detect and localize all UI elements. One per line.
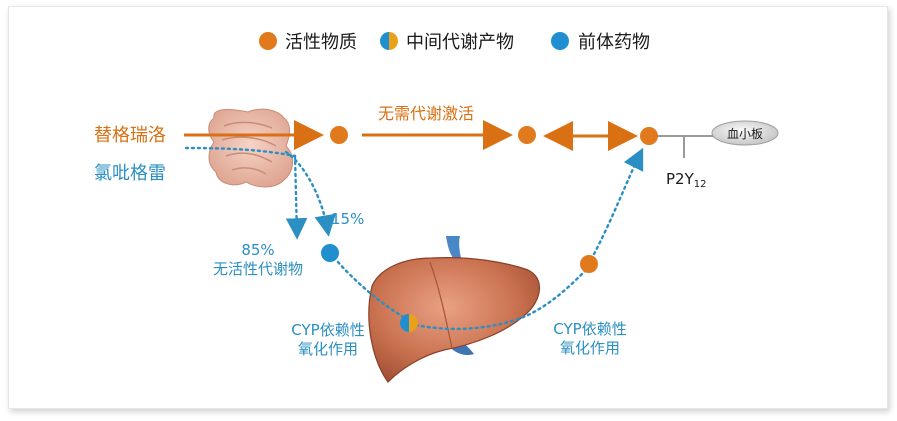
prodrug-node — [321, 244, 339, 262]
receptor-label: P2Y12 — [666, 170, 707, 190]
intestine-illustration — [208, 108, 293, 188]
platelet: 血小板 — [711, 120, 779, 146]
active-node-3 — [640, 127, 658, 145]
legend-intermediate-label: 中间代谢产物 — [406, 32, 514, 53]
legend: 活性物质 中间代谢产物 前体药物 — [259, 32, 650, 53]
no-metabolism-label: 无需代谢激活 — [378, 104, 474, 123]
cyp-right-line1: CYP依赖性 — [553, 320, 626, 338]
cyp-right-line2: 氧化作用 — [560, 339, 620, 357]
liver-to-metabolite-path — [414, 268, 588, 331]
metabolite-active-node — [580, 255, 598, 273]
clopidogrel-dotted-line — [184, 146, 297, 158]
active-node-1 — [330, 126, 348, 144]
legend-active-dot — [259, 32, 277, 50]
pct-85-label: 85% — [241, 241, 274, 259]
platelet-label: 血小板 — [727, 127, 763, 141]
legend-prodrug-label: 前体药物 — [578, 32, 650, 53]
inactive-metabolite-arrow — [285, 154, 308, 240]
to-prodrug-arrow — [284, 150, 336, 237]
ticagrelor-label: 替格瑞洛 — [94, 125, 166, 146]
inactive-metabolite-label: 无活性代谢物 — [213, 260, 303, 278]
intermediate-node — [400, 314, 418, 332]
active-node-2 — [518, 126, 536, 144]
prodrug-to-liver-path — [336, 260, 404, 318]
clopidogrel-label: 氯吡格雷 — [94, 163, 166, 184]
legend-intermediate-dot — [380, 32, 398, 50]
ticagrelor-pathway — [184, 120, 638, 151]
p2y12-receptor: P2Y12 — [650, 135, 713, 190]
pct-15-label: 15% — [331, 210, 364, 228]
metabolite-to-active-arrow — [592, 147, 644, 256]
liver-illustration — [368, 236, 540, 383]
legend-active-label: 活性物质 — [285, 32, 357, 53]
cyp-left-line1: CYP依赖性 — [291, 321, 364, 339]
legend-prodrug-dot — [551, 32, 569, 50]
cyp-left-line2: 氧化作用 — [298, 340, 358, 358]
clopidogrel-pathway — [184, 146, 644, 331]
